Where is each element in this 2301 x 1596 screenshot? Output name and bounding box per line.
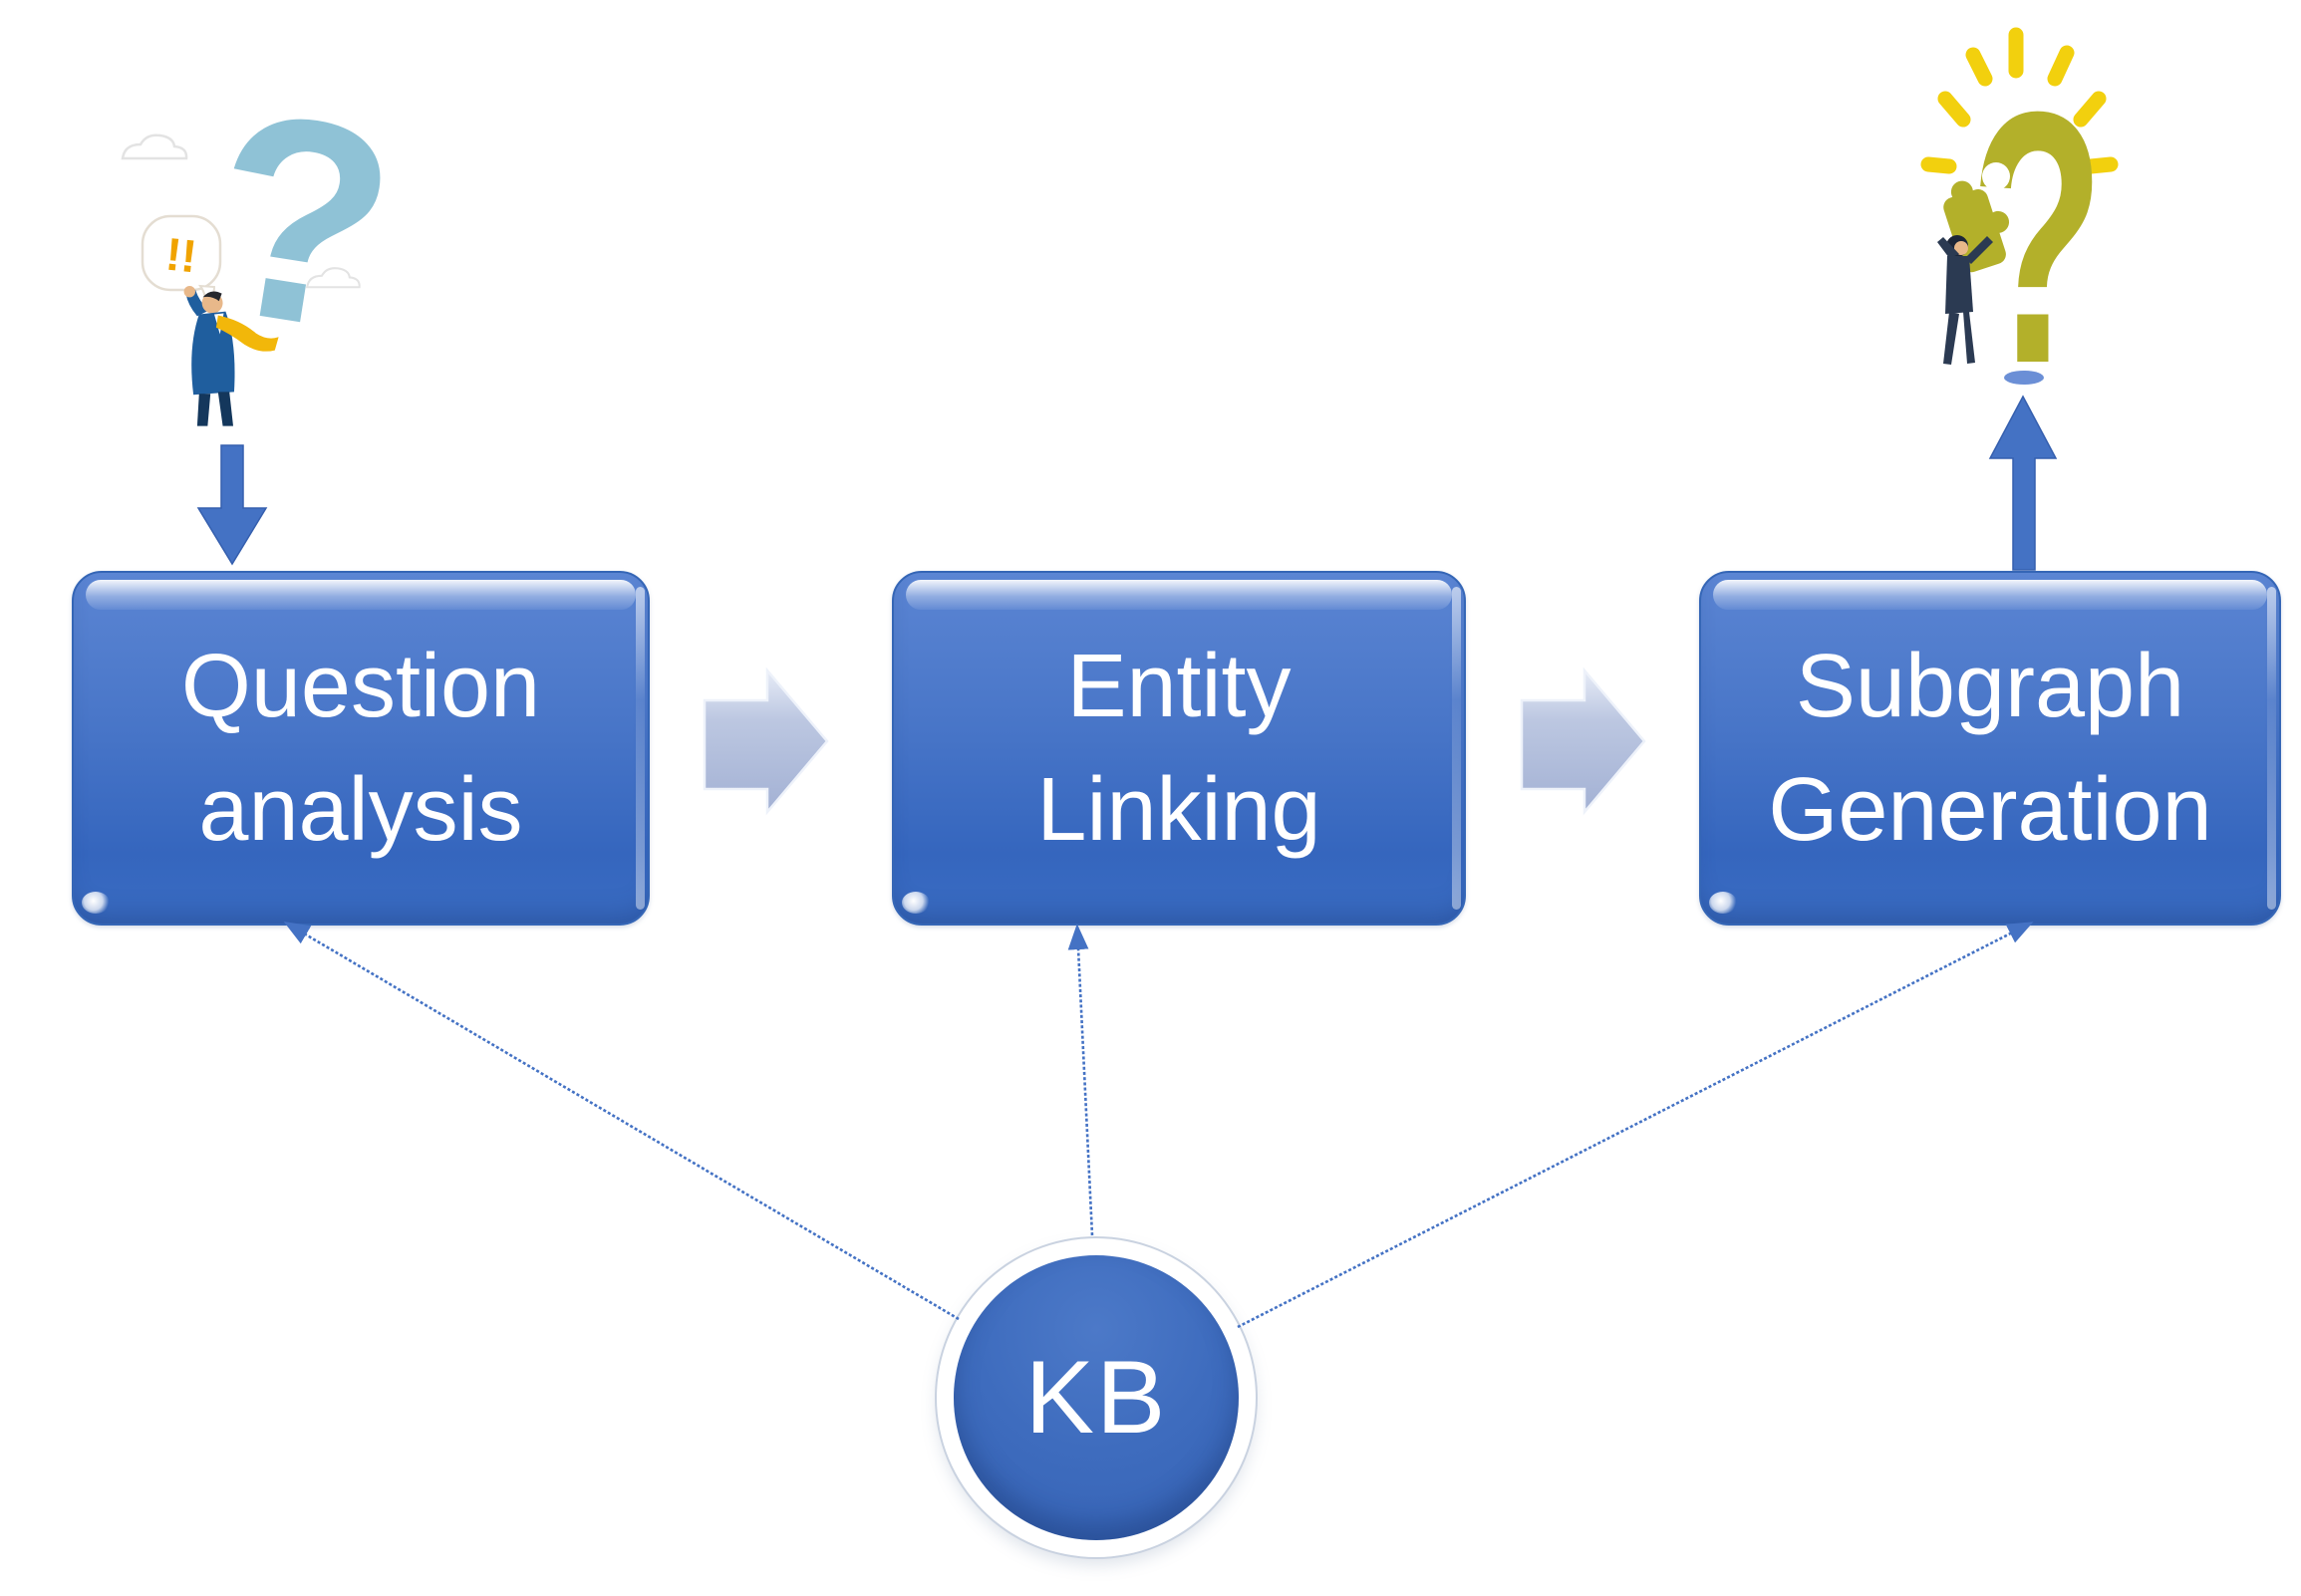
box-corner-highlight bbox=[82, 892, 110, 914]
flow-box-question-analysis: Question analysis bbox=[72, 571, 650, 926]
person-figure bbox=[183, 286, 279, 426]
idea-rays-icon bbox=[1920, 27, 2119, 174]
step-arrow-2 bbox=[1520, 666, 1646, 816]
box-corner-highlight bbox=[902, 892, 930, 914]
box-label-line: analysis bbox=[198, 760, 523, 860]
box-label-line: Generation bbox=[1768, 760, 2212, 860]
kb-connector-subgraph-generation bbox=[1237, 922, 2034, 1329]
input-down-arrow bbox=[196, 444, 268, 566]
box-label: Subgraph Generation bbox=[1768, 625, 2211, 872]
puzzle-notch bbox=[1982, 162, 2010, 190]
person-asking-question-illustration: ? !! bbox=[121, 55, 414, 426]
question-mark-base-ellipse bbox=[2004, 371, 2044, 385]
person-figure bbox=[1937, 235, 1993, 365]
box-label-line: Question bbox=[180, 636, 541, 736]
box-label-line: Subgraph bbox=[1795, 636, 2185, 736]
speech-bubble bbox=[141, 214, 222, 292]
box-label: Entity Linking bbox=[1036, 625, 1320, 872]
box-gloss-highlight bbox=[86, 580, 636, 610]
box-edge-highlight bbox=[2267, 587, 2276, 910]
cloud-icon bbox=[121, 133, 188, 160]
exclamation-text: !! bbox=[163, 228, 199, 283]
flow-box-entity-linking: Entity Linking bbox=[892, 571, 1466, 926]
kb-connector-question-analysis bbox=[283, 922, 960, 1321]
person-with-idea-question-mark-illustration: ? bbox=[1920, 27, 2119, 413]
kb-node: KB bbox=[937, 1238, 1256, 1557]
box-corner-highlight bbox=[1709, 892, 1737, 914]
cloud-icon bbox=[305, 267, 361, 289]
puzzle-piece-icon bbox=[1943, 180, 2010, 273]
kb-connector-entity-linking bbox=[1067, 924, 1094, 1236]
box-gloss-highlight bbox=[906, 580, 1452, 610]
step-arrow-1 bbox=[703, 666, 829, 816]
flow-box-subgraph-generation: Subgraph Generation bbox=[1699, 571, 2281, 926]
box-edge-highlight bbox=[636, 587, 645, 910]
box-edge-highlight bbox=[1452, 587, 1461, 910]
kb-label: KB bbox=[1024, 1339, 1168, 1456]
box-gloss-highlight bbox=[1713, 580, 2267, 610]
box-label-line: Linking bbox=[1036, 760, 1321, 860]
box-label: Question analysis bbox=[181, 625, 540, 872]
kb-node-fill: KB bbox=[954, 1255, 1239, 1540]
output-up-arrow bbox=[1988, 395, 2058, 571]
box-label-line: Entity bbox=[1066, 636, 1292, 736]
